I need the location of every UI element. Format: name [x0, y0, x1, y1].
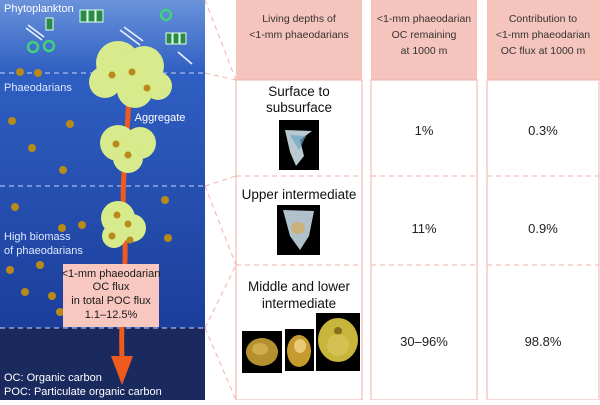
- header-2-line-3: at 1000 m: [401, 45, 448, 57]
- diatom-cell-icon: [87, 9, 96, 23]
- column-2-body: [370, 79, 478, 401]
- phytoplankton-ring-icon: [159, 8, 173, 22]
- row-1-label-line-1: Surface to: [268, 84, 330, 99]
- arrow-head: [111, 356, 133, 385]
- table-row: Middle and lower intermediate 30–96% 98.…: [242, 279, 562, 373]
- flux-info-box: <1-mm phaeodarian OC flux in total POC f…: [62, 264, 161, 327]
- diatom-cell-icon: [179, 32, 187, 45]
- row-3-contribution: 98.8%: [525, 334, 562, 349]
- header-cell-3: [487, 0, 600, 80]
- diatom-cell-icon: [172, 32, 180, 45]
- flux-box-background: [63, 264, 159, 327]
- header-cell-1: [236, 0, 362, 80]
- flux-box-line-1: <1-mm phaeodarian: [62, 268, 161, 280]
- deep-phaeodarian-image-1: [242, 331, 282, 373]
- connector-lines: [204, 0, 237, 401]
- row-dividers: [236, 175, 599, 266]
- results-table: Living depths of <1-mm phaeodarians <1-m…: [235, 0, 600, 401]
- row-3-label-line-1: Middle and lower: [248, 279, 351, 294]
- legend-poc: POC: Particulate organic carbon: [4, 386, 162, 398]
- layer-label-high-biomass-2: of phaeodarians: [4, 245, 83, 257]
- header-1-line-1: Living depths of: [262, 13, 336, 25]
- deep-layer: [0, 328, 205, 400]
- header-2-line-1: <1-mm phaeodarian: [377, 13, 471, 25]
- flux-box-line-3: in total POC flux: [71, 295, 151, 307]
- pennate-diatom-icon: [119, 26, 144, 46]
- header-2-line-2: OC remaining: [392, 29, 457, 41]
- deep-phaeodarian-image-3: [316, 313, 360, 371]
- phytoplankton-ring-icon: [42, 39, 56, 53]
- row-3-label-line-2: intermediate: [262, 296, 336, 311]
- table-row: Upper intermediate 11% 0.9%: [242, 187, 558, 255]
- diatom-cell-icon: [95, 9, 104, 23]
- diatom-cell-icon: [165, 32, 173, 45]
- row-1-label-line-2: subsurface: [266, 100, 332, 115]
- row-1-remaining: 1%: [415, 123, 434, 138]
- pennate-diatom-icon: [177, 51, 193, 65]
- aggregate-large: [89, 41, 172, 108]
- phytoplankton-ring-icon: [26, 40, 40, 54]
- header-3-line-3: OC flux at 1000 m: [501, 45, 586, 57]
- flux-box-line-4: 1.1–12.5%: [85, 309, 138, 321]
- header-1-line-2: <1-mm phaeodarians: [249, 29, 349, 41]
- aggregate-label: Aggregate: [135, 112, 186, 124]
- table-row: Surface to subsurface 1% 0.3%: [266, 84, 558, 170]
- row-2-label: Upper intermediate: [242, 187, 357, 202]
- surface-phaeodarian-image: [279, 120, 319, 170]
- layer-label-phytoplankton: Phytoplankton: [4, 3, 74, 15]
- diatom-cell-icon: [79, 9, 88, 23]
- pennate-diatom-icon: [25, 24, 45, 41]
- aggregate-small: [101, 201, 146, 248]
- deep-phaeodarian-image-2: [285, 329, 314, 371]
- header-3-line-1: Contribution to: [509, 13, 577, 25]
- row-2-contribution: 0.9%: [528, 221, 558, 236]
- layer-label-high-biomass-1: High biomass: [4, 231, 71, 243]
- ocean-panel: Aggregate Phytoplankton Phaeodarians Hig…: [0, 0, 205, 400]
- flux-box-line-2: OC flux: [93, 281, 130, 293]
- row-2-remaining: 11%: [411, 221, 436, 236]
- diatom-cell-icon: [45, 17, 54, 31]
- legend-oc: OC: Organic carbon: [4, 372, 102, 384]
- aggregate-medium: [100, 125, 156, 173]
- header-cell-2: [371, 0, 477, 80]
- row-3-remaining: 30–96%: [400, 334, 448, 349]
- row-1-contribution: 0.3%: [528, 123, 558, 138]
- upper-intermediate-phaeodarian-image: [277, 205, 320, 255]
- header-3-line-2: <1-mm phaeodarian: [496, 29, 590, 41]
- column-3-body: [486, 79, 600, 401]
- layer-label-phaeodarians: Phaeodarians: [4, 82, 72, 94]
